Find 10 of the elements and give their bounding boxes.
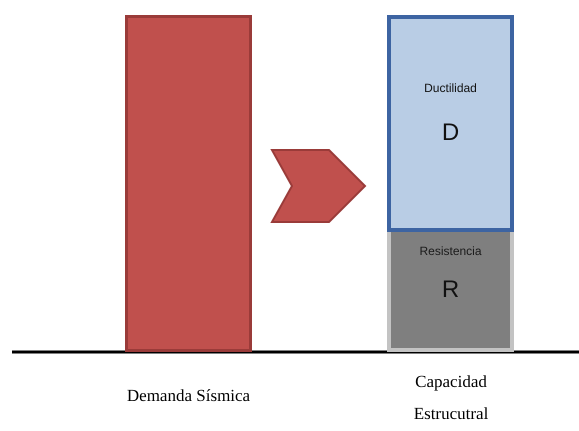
block-heading: Resistencia (418, 244, 483, 258)
block-heading: Ductilidad (423, 81, 478, 95)
demand-bar (125, 15, 252, 352)
chevron-arrow (270, 149, 366, 223)
block-letter: D (440, 119, 460, 147)
capacity-block (387, 15, 514, 232)
capacity-block (387, 232, 514, 352)
bar-caption: Demanda Sísmica (126, 386, 252, 406)
block-letter: R (440, 276, 460, 304)
block-caption: Capacidad Estrucutral (412, 371, 490, 425)
